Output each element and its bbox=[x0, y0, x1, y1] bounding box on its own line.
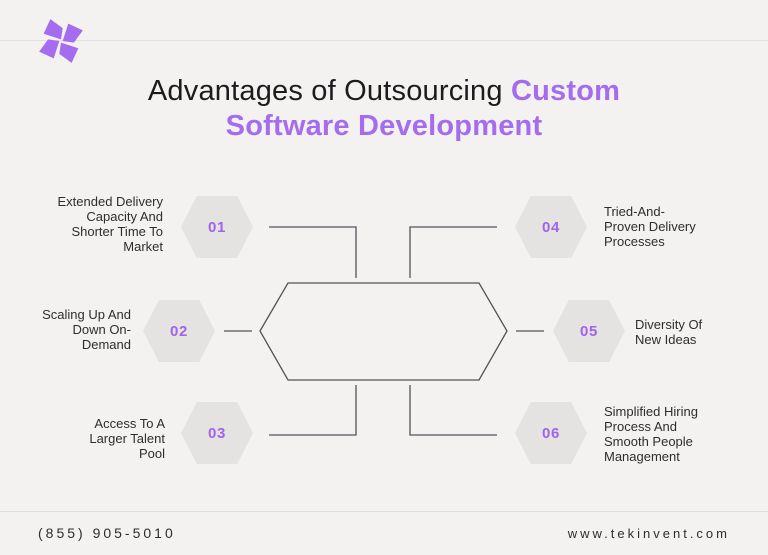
connector-step-4 bbox=[409, 226, 497, 278]
hexagon-step-5: 05 bbox=[553, 300, 625, 362]
hexagon-step-6: 06 bbox=[515, 402, 587, 464]
connector-step-3 bbox=[269, 385, 357, 436]
step-label-2: Scaling Up And Down On- Demand bbox=[42, 307, 131, 352]
step-number-3: 03 bbox=[208, 424, 226, 442]
footer-divider bbox=[0, 511, 768, 512]
hexagon-step-4: 04 bbox=[515, 196, 587, 258]
connector-step-1 bbox=[269, 226, 357, 278]
step-label-6: Simplified Hiring Process And Smooth Peo… bbox=[604, 404, 698, 464]
step-number-1: 01 bbox=[208, 218, 226, 236]
step-number-6: 06 bbox=[542, 424, 560, 442]
step-label-5: Diversity Of New Ideas bbox=[635, 317, 703, 347]
step-label-1: Extended Delivery Capacity And Shorter T… bbox=[57, 194, 164, 254]
step-number-2: 02 bbox=[170, 322, 188, 340]
connector-step-6 bbox=[409, 385, 497, 436]
step-number-4: 04 bbox=[542, 218, 560, 236]
page-title: Advantages of Outsourcing Custom Softwar… bbox=[0, 74, 768, 144]
page-title-accent-1: Custom bbox=[510, 75, 621, 107]
center-hexagon-outline bbox=[259, 282, 508, 381]
step-label-3: Access To A Larger Talent Pool bbox=[89, 416, 165, 461]
hexagon-step-3: 03 bbox=[181, 402, 253, 464]
hexagon-step-1: 01 bbox=[181, 196, 253, 258]
step-number-5: 05 bbox=[580, 322, 598, 340]
page-title-accent-2: Software Development bbox=[225, 110, 543, 142]
hexagon-step-2: 02 bbox=[143, 300, 215, 362]
step-label-4: Tried-And- Proven Delivery Processes bbox=[604, 204, 696, 249]
header-divider bbox=[0, 40, 768, 41]
footer-phone: (855) 905-5010 bbox=[38, 525, 176, 541]
footer-website: www.tekinvent.com bbox=[567, 526, 730, 541]
page-title-black: Advantages of Outsourcing bbox=[147, 75, 511, 107]
pinwheel-logo-icon bbox=[39, 19, 83, 63]
